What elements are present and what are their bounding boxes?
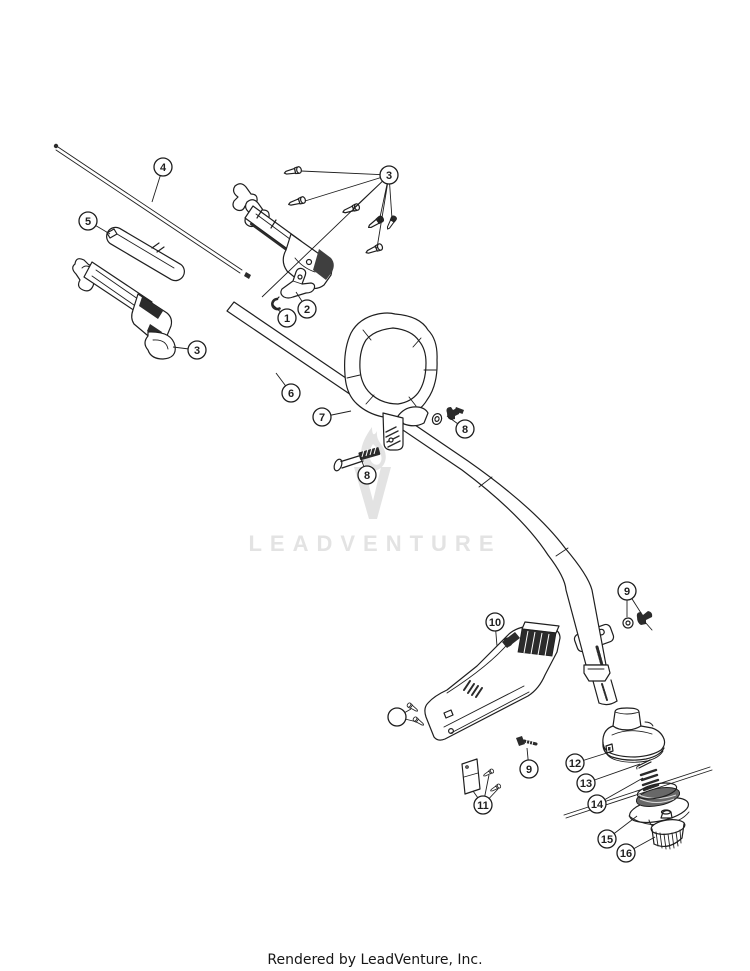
part-8-washer-clip bbox=[431, 407, 464, 425]
svg-text:13: 13 bbox=[580, 778, 592, 790]
svg-text:7: 7 bbox=[319, 412, 325, 424]
svg-text:9: 9 bbox=[624, 586, 630, 598]
part-3-handle-lower bbox=[72, 258, 176, 360]
svg-text:15: 15 bbox=[601, 834, 613, 846]
part-9-screw bbox=[516, 736, 538, 746]
callout-6[interactable]: 6 bbox=[281, 383, 301, 403]
flame-icon bbox=[361, 427, 386, 471]
part-4-cable bbox=[53, 143, 251, 279]
svg-text:4: 4 bbox=[160, 162, 167, 174]
callout-2[interactable]: 2 bbox=[297, 299, 317, 319]
callout-14[interactable]: 14 bbox=[587, 794, 607, 814]
part-10-motor-housing bbox=[424, 621, 561, 741]
callout-3-handle[interactable]: 3 bbox=[187, 340, 207, 360]
part-11-label-screws bbox=[461, 758, 502, 795]
callout-7[interactable]: 7 bbox=[312, 407, 332, 427]
part-5-grip bbox=[106, 226, 185, 282]
part-16-bump-knob bbox=[650, 809, 686, 850]
svg-text:3: 3 bbox=[194, 345, 200, 357]
svg-text:6: 6 bbox=[288, 388, 294, 400]
svg-text:12: 12 bbox=[569, 758, 581, 770]
callout-4[interactable]: 4 bbox=[153, 157, 173, 177]
callout-9-screw[interactable]: 9 bbox=[519, 759, 539, 779]
callout-1[interactable]: 1 bbox=[277, 308, 297, 328]
svg-text:9: 9 bbox=[526, 764, 532, 776]
part-12-head-housing bbox=[602, 707, 666, 763]
svg-text:1: 1 bbox=[284, 313, 290, 325]
svg-text:8: 8 bbox=[364, 470, 370, 482]
part-13-pin bbox=[636, 759, 652, 770]
svg-text:10: 10 bbox=[489, 617, 501, 629]
svg-text:3: 3 bbox=[386, 170, 392, 182]
callouts: 4 3 5 1 2 3 6 7 8 8 9 10 9 11 12 13 14 1… bbox=[78, 157, 637, 863]
svg-text:2: 2 bbox=[304, 304, 310, 316]
callout-unlabeled[interactable] bbox=[387, 707, 407, 727]
part-3-handle-upper bbox=[232, 183, 334, 290]
callout-8-bolt[interactable]: 8 bbox=[357, 465, 377, 485]
svg-text:16: 16 bbox=[620, 848, 632, 860]
callout-5[interactable]: 5 bbox=[78, 211, 98, 231]
part-6-shaft bbox=[226, 301, 618, 706]
callout-8-washer[interactable]: 8 bbox=[455, 419, 475, 439]
callout-12[interactable]: 12 bbox=[565, 753, 585, 773]
callout-10[interactable]: 10 bbox=[485, 612, 505, 632]
part-2-lever bbox=[280, 267, 316, 299]
leadventure-watermark: LEADVENTURE bbox=[248, 427, 501, 556]
part-14-spring bbox=[639, 768, 660, 792]
callout-13[interactable]: 13 bbox=[576, 773, 596, 793]
part-8-bolt bbox=[333, 446, 381, 472]
svg-text:14: 14 bbox=[591, 799, 604, 811]
callout-15[interactable]: 15 bbox=[597, 829, 617, 849]
callout-3-screws[interactable]: 3 bbox=[379, 165, 399, 185]
svg-text:8: 8 bbox=[462, 424, 468, 436]
watermark-text: LEADVENTURE bbox=[248, 531, 501, 556]
footer-credit: Rendered by LeadVenture, Inc. bbox=[267, 952, 482, 968]
svg-text:11: 11 bbox=[477, 800, 489, 812]
callout-9-wing[interactable]: 9 bbox=[617, 581, 637, 601]
part-7-loop-handle bbox=[344, 312, 438, 451]
callout-16[interactable]: 16 bbox=[616, 843, 636, 863]
part-9-washer-wing-clip bbox=[622, 611, 653, 631]
callout-11[interactable]: 11 bbox=[473, 795, 493, 815]
svg-text:5: 5 bbox=[85, 216, 91, 228]
housing-screws bbox=[405, 701, 426, 728]
